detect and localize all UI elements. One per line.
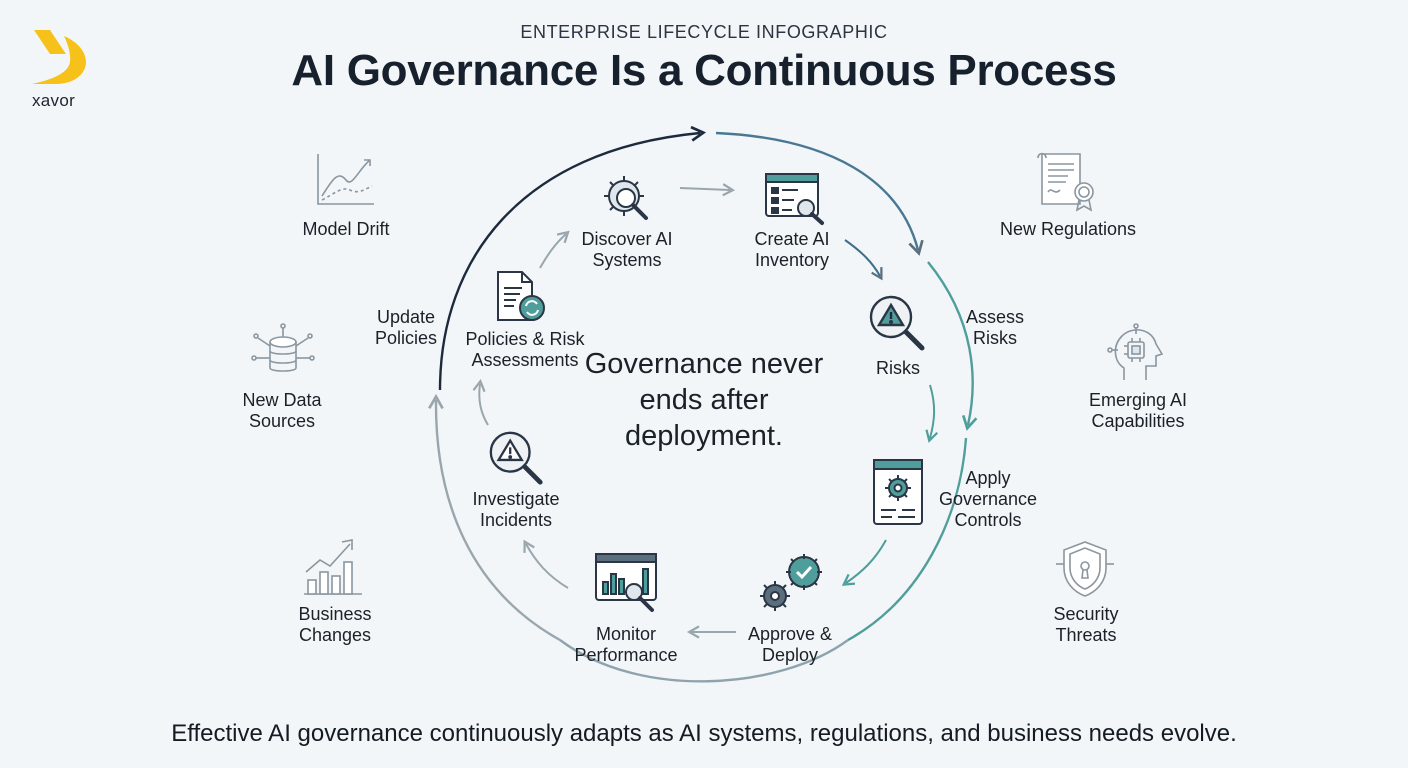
certificate-scroll-icon [1037,152,1094,212]
step-approve-and-deploy: Approve & Deploy [747,624,833,665]
step-risks: Risks [876,358,920,378]
outer-arc-lower-left [428,393,561,642]
warning-magnifier-icon [869,295,925,351]
xavor-logo-mark [32,30,86,84]
logo-wordmark: xavor [32,91,76,110]
line-chart-icon [317,154,374,205]
driver-emerging-ai-capabilities: Emerging AI Capabilities [1088,390,1188,431]
driver-new-data-sources: New Data Sources [242,390,322,431]
page-title: AI Governance Is a Continuous Process [291,46,1117,95]
arrow-inventory-to-risks [844,239,883,281]
driver-security-threats: Security Threats [1053,604,1119,645]
outer-arc-top-right [715,131,924,256]
arrow-monitor-to-investigate [523,539,569,589]
kicker-text: ENTERPRISE LIFECYCLE INFOGRAPHIC [520,22,888,42]
outer-label-update-policies: Update Policies [374,307,438,348]
arrow-investigate-to-policies [472,378,489,426]
outer-label-assess-risks: Assess Risks [965,307,1025,348]
step-policies-risk-assessments: Policies & Risk Assessments [465,329,585,370]
document-refresh-icon [497,271,545,321]
ai-head-circuit-icon [1107,323,1164,380]
dashboard-chart-icon [595,553,657,612]
footer-tagline: Effective AI governance continuously ada… [171,720,1237,747]
arrow-discover-to-inventory [679,183,736,197]
driver-new-regulations: New Regulations [999,219,1137,239]
driver-business-changes: Business Changes [298,604,372,645]
center-message: Governance never ends after deployment. [584,348,824,452]
outer-arc-lower-right [847,437,968,642]
warning-magnifier-icon [489,431,543,485]
inventory-list-icon [765,173,824,225]
arrow-risks-to-controls [925,384,939,443]
database-network-icon [251,323,315,372]
step-apply-governance-controls: Apply Governance Controls [938,468,1038,530]
step-monitor-performance: Monitor Performance [574,624,678,665]
shield-lock-icon [1056,541,1114,597]
step-investigate-incidents: Investigate Incidents [472,489,560,530]
outer-arc-left [438,125,707,391]
arrow-policies-to-discover [539,230,570,269]
gears-check-icon [760,554,822,611]
driver-model-drift: Model Drift [302,219,390,239]
step-create-ai-inventory: Create AI Inventory [754,229,830,270]
arrow-controls-to-approve [841,539,887,586]
outer-arc-right [927,261,978,431]
gear-magnifier-icon [604,176,648,220]
outer-arc-bottom [559,639,849,683]
growth-bar-chart-icon [304,539,362,595]
step-discover-ai-systems: Discover AI Systems [581,229,673,270]
control-panel-gear-icon [873,459,923,525]
